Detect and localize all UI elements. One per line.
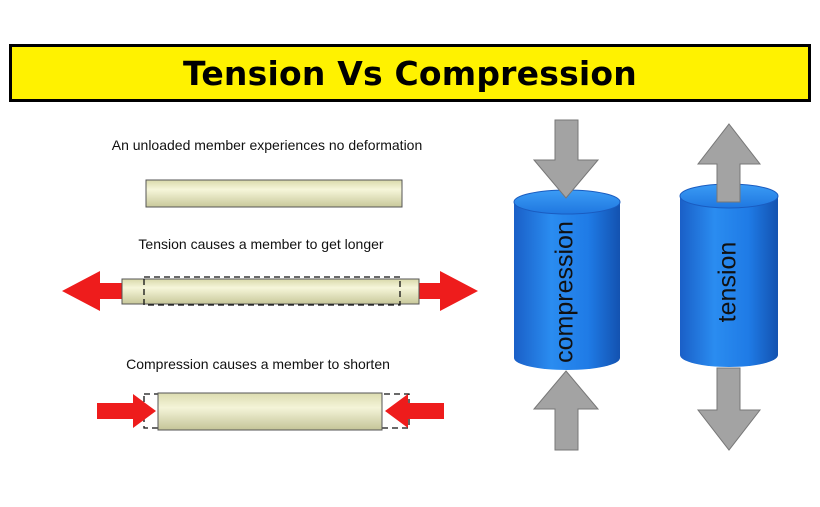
compression-cylinder-label: compression: [551, 221, 579, 363]
compression-member: [97, 392, 444, 431]
page-title: Tension Vs Compression: [183, 53, 637, 93]
down-pull-arrow: [696, 367, 762, 451]
unloaded-member-bar: [145, 179, 403, 208]
compression-member-bar: [157, 392, 383, 431]
original-length-outline: [143, 276, 401, 306]
tension-cylinder: tension: [679, 123, 779, 451]
down-load-arrow: [532, 119, 600, 199]
tension-cylinder-label: tension: [714, 242, 742, 323]
right-pull-arrow: [416, 271, 478, 311]
right-push-arrow: [385, 394, 444, 428]
compression-cylinder-body: [514, 202, 620, 370]
tension-member-bar: [121, 278, 420, 305]
left-pull-arrow: [62, 271, 124, 311]
title-banner: Tension Vs Compression: [9, 44, 811, 102]
up-load-arrow: [532, 370, 600, 451]
tension-member: [62, 271, 478, 311]
left-push-arrow: [97, 394, 156, 428]
compression-cylinder: compression: [513, 119, 621, 451]
tension-cylinder-body: [680, 196, 778, 367]
up-pull-arrow: [696, 123, 762, 203]
caption-tension: Tension causes a member to get longer: [138, 236, 384, 252]
caption-compression: Compression causes a member to shorten: [126, 356, 390, 372]
caption-unloaded: An unloaded member experiences no deform…: [111, 137, 423, 153]
